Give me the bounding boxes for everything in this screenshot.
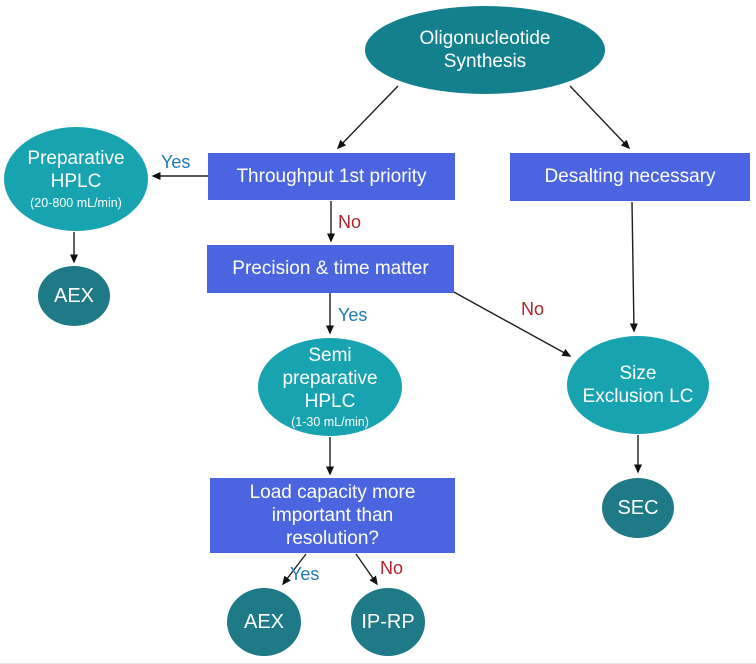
edge-label-precision-yes: Yes — [338, 305, 368, 325]
edge-label-throughput-no: No — [338, 212, 362, 232]
node-label: SEC — [617, 496, 659, 519]
arrow-desalting-to-size-exclusion — [629, 201, 638, 333]
node-label: IP-RP — [361, 610, 415, 633]
node-sublabel: (1-30 mL/min) — [291, 415, 369, 430]
node-precision-time-matter: Precision & time matter — [207, 245, 454, 293]
node-aex-bottom: AEX — [227, 588, 301, 656]
arrow-load-to-iprp — [355, 553, 378, 586]
arrow-load-to-aex — [282, 553, 307, 586]
node-label: Precision & time matter — [232, 258, 429, 280]
node-desalting-necessary: Desalting necessary — [510, 153, 750, 201]
edge-label-throughput-yes: Yes — [161, 152, 191, 172]
arrow-oligo-to-throughput — [336, 85, 399, 150]
node-load-capacity: Load capacity more important than resolu… — [210, 478, 455, 553]
node-label: Size Exclusion LC — [582, 362, 694, 407]
node-label: AEX — [243, 610, 285, 633]
node-label: AEX — [53, 284, 95, 307]
node-preparative-hplc: Preparative HPLC (20-800 mL/min) — [4, 127, 148, 231]
edge-label-load-no: No — [380, 558, 404, 578]
node-oligonucleotide-synthesis: Oligonucleotide Synthesis — [365, 6, 605, 94]
node-label: Load capacity more important than resolu… — [249, 481, 416, 550]
node-label: Desalting necessary — [544, 166, 716, 188]
node-throughput-priority: Throughput 1st priority — [208, 153, 455, 200]
node-label: Throughput 1st priority — [236, 165, 427, 187]
node-ip-rp: IP-RP — [351, 588, 425, 656]
node-label: Semi preparative HPLC — [282, 344, 378, 412]
node-sublabel: (20-800 mL/min) — [30, 195, 122, 210]
node-label: Oligonucleotide Synthesis — [419, 27, 551, 72]
node-semi-preparative-hplc: Semi preparative HPLC (1-30 mL/min) — [258, 338, 402, 436]
node-label: Preparative HPLC — [27, 148, 125, 193]
node-sec: SEC — [602, 478, 674, 538]
node-size-exclusion-lc: Size Exclusion LC — [567, 336, 709, 434]
arrow-precision-to-size-exclusion — [451, 290, 572, 357]
arrow-oligo-to-desalting — [569, 85, 631, 150]
edge-label-load-yes: Yes — [290, 564, 320, 584]
node-aex-left: AEX — [38, 266, 110, 326]
edge-label-precision-no: No — [521, 299, 545, 319]
